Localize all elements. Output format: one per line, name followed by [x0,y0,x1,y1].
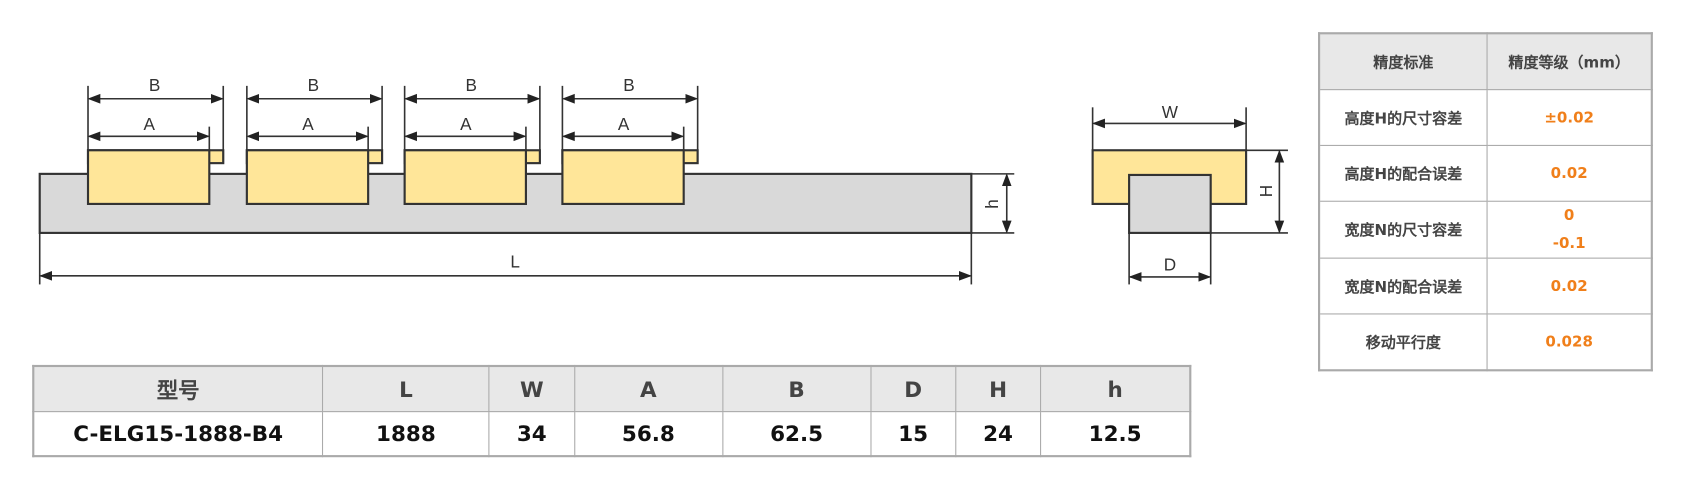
header-cell: 型号 [32,365,324,413]
cell-B: 62.5 [721,411,872,457]
dim-label-B: B [465,75,476,95]
dim-label-A: A [302,114,314,134]
row-label: 宽度N的尺寸容差 [1318,200,1488,259]
dim-label-L: L [510,251,520,271]
header-cell: L [321,365,490,413]
carriage-block [245,149,370,206]
cell-L: 1888 [321,411,490,457]
row-value: 0.02 [1486,257,1653,315]
table-row: C-ELG15-1888-B4 1888 34 56.8 62.5 15 24 … [32,411,1191,457]
row-value: 0 -0.1 [1486,200,1653,259]
table-row: 高度H的尺寸容差±0.02 [1318,89,1653,146]
cell-D: 15 [870,411,957,457]
row-value: ±0.02 [1486,89,1653,146]
header-cell: A [573,365,724,413]
header-cell: B [721,365,872,413]
lower-tolerance: -0.1 [1552,235,1586,253]
dim-label-A: A [618,114,630,134]
dim-label-h: h [982,199,1002,209]
header-cell: H [955,365,1042,413]
table-header-row: 型号 L W A B D H h [32,365,1191,413]
carriage-block [403,149,527,206]
header-cell: W [488,365,575,413]
carriage-block [86,149,211,206]
header-cell: D [870,365,957,413]
cell-H: 24 [955,411,1042,457]
dim-label-W: W [1162,102,1179,122]
cell-model: C-ELG15-1888-B4 [32,411,324,457]
dim-label-H: H [1256,185,1276,197]
row-value: 0.02 [1486,144,1653,202]
table-row: 宽度N的尺寸容差 0 -0.1 [1318,200,1653,259]
header-cell: h [1039,365,1191,413]
cell-A: 56.8 [573,411,724,457]
row-label: 高度H的尺寸容差 [1318,89,1488,146]
dim-label-B: B [308,75,319,95]
header-cell: 精度等级（mm） [1486,32,1653,91]
header-cell: 精度标准 [1318,32,1488,91]
dim-label-A: A [460,114,472,134]
cell-h: 12.5 [1039,411,1191,457]
row-label: 移动平行度 [1318,313,1488,371]
dim-label-D: D [1164,254,1176,274]
rail-section [1128,173,1212,234]
row-label: 高度H的配合误差 [1318,144,1488,202]
carriage-block [561,149,685,206]
dim-label-A: A [143,114,155,134]
upper-tolerance: 0 [1563,207,1575,225]
cell-W: 34 [488,411,575,457]
table-header-row: 精度标准 精度等级（mm） [1318,32,1653,91]
row-label: 宽度N的配合误差 [1318,257,1488,315]
dim-label-B: B [623,75,634,95]
dim-label-B: B [149,75,160,95]
row-value: 0.028 [1486,313,1653,371]
spec-table: 型号 L W A B D H h C-ELG15-1888-B4 1888 34… [32,364,1192,458]
